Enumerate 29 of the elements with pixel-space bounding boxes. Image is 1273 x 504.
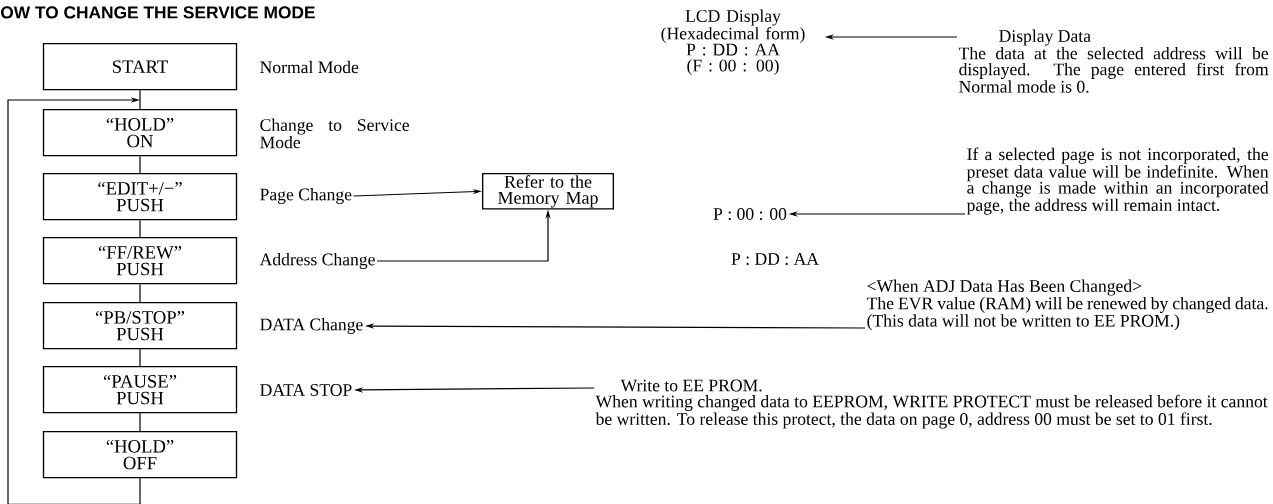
step-label: Address Change	[259, 253, 375, 269]
display-format-text: LCD Display (Hexadecimal form) P : DD : AA (F : 00 : 00)	[661, 9, 805, 76]
mode-label: Change to Service Mode	[260, 118, 409, 149]
step-label: DATA STOP	[260, 384, 352, 396]
connector-line	[139, 155, 141, 174]
mode-label: P : DD : AA	[731, 253, 819, 265]
step-box: “PB/STOP” PUSH	[42, 302, 238, 350]
note-text: Write to EE PROM. When writing changed data to EEPROM, WRITE PROTECT must be released before it cannot be written. To release this protect, the data on page 0, address 00 must be set to 01 first.	[595, 379, 1268, 429]
connector-line	[139, 348, 141, 367]
step-box: “EDIT+/−” PUSH	[42, 173, 238, 221]
connector-line	[139, 283, 141, 303]
arrow	[7, 97, 141, 504]
connector-line	[139, 219, 141, 238]
step-label: Page Change	[260, 188, 352, 204]
step-box: “FF/REW” PUSH	[42, 237, 238, 285]
step-box: “HOLD” ON	[42, 109, 238, 157]
mode-label: Normal Mode	[260, 60, 359, 74]
step-box: “HOLD” OFF	[42, 431, 238, 479]
reference-box: Refer to the Memory Map	[482, 173, 614, 210]
step-box: START	[42, 43, 238, 91]
step-label: DATA Change	[260, 318, 363, 334]
connector-line	[139, 89, 141, 110]
note-text: <When ADJ Data Has Been Changed> The EVR value (RAM) will be renewed by changed data. (This data will not be written to EE PROM.)	[866, 279, 1268, 331]
step-box: “PAUSE” PUSH	[42, 366, 238, 414]
heading: OW TO CHANGE THE SERVICE MODE	[1, 6, 315, 19]
connector-line	[139, 412, 141, 432]
note-text: If a selected page is not incorporated, the preset data value will be indefinite. When a change is made within an incorporated page, the address will remain intact.	[966, 147, 1269, 215]
display-value: P : 00 : 00	[713, 208, 787, 220]
note-text: Display Data The data at the selected address will be displayed. The page entered first from Normal mode is 0.	[958, 29, 1269, 93]
